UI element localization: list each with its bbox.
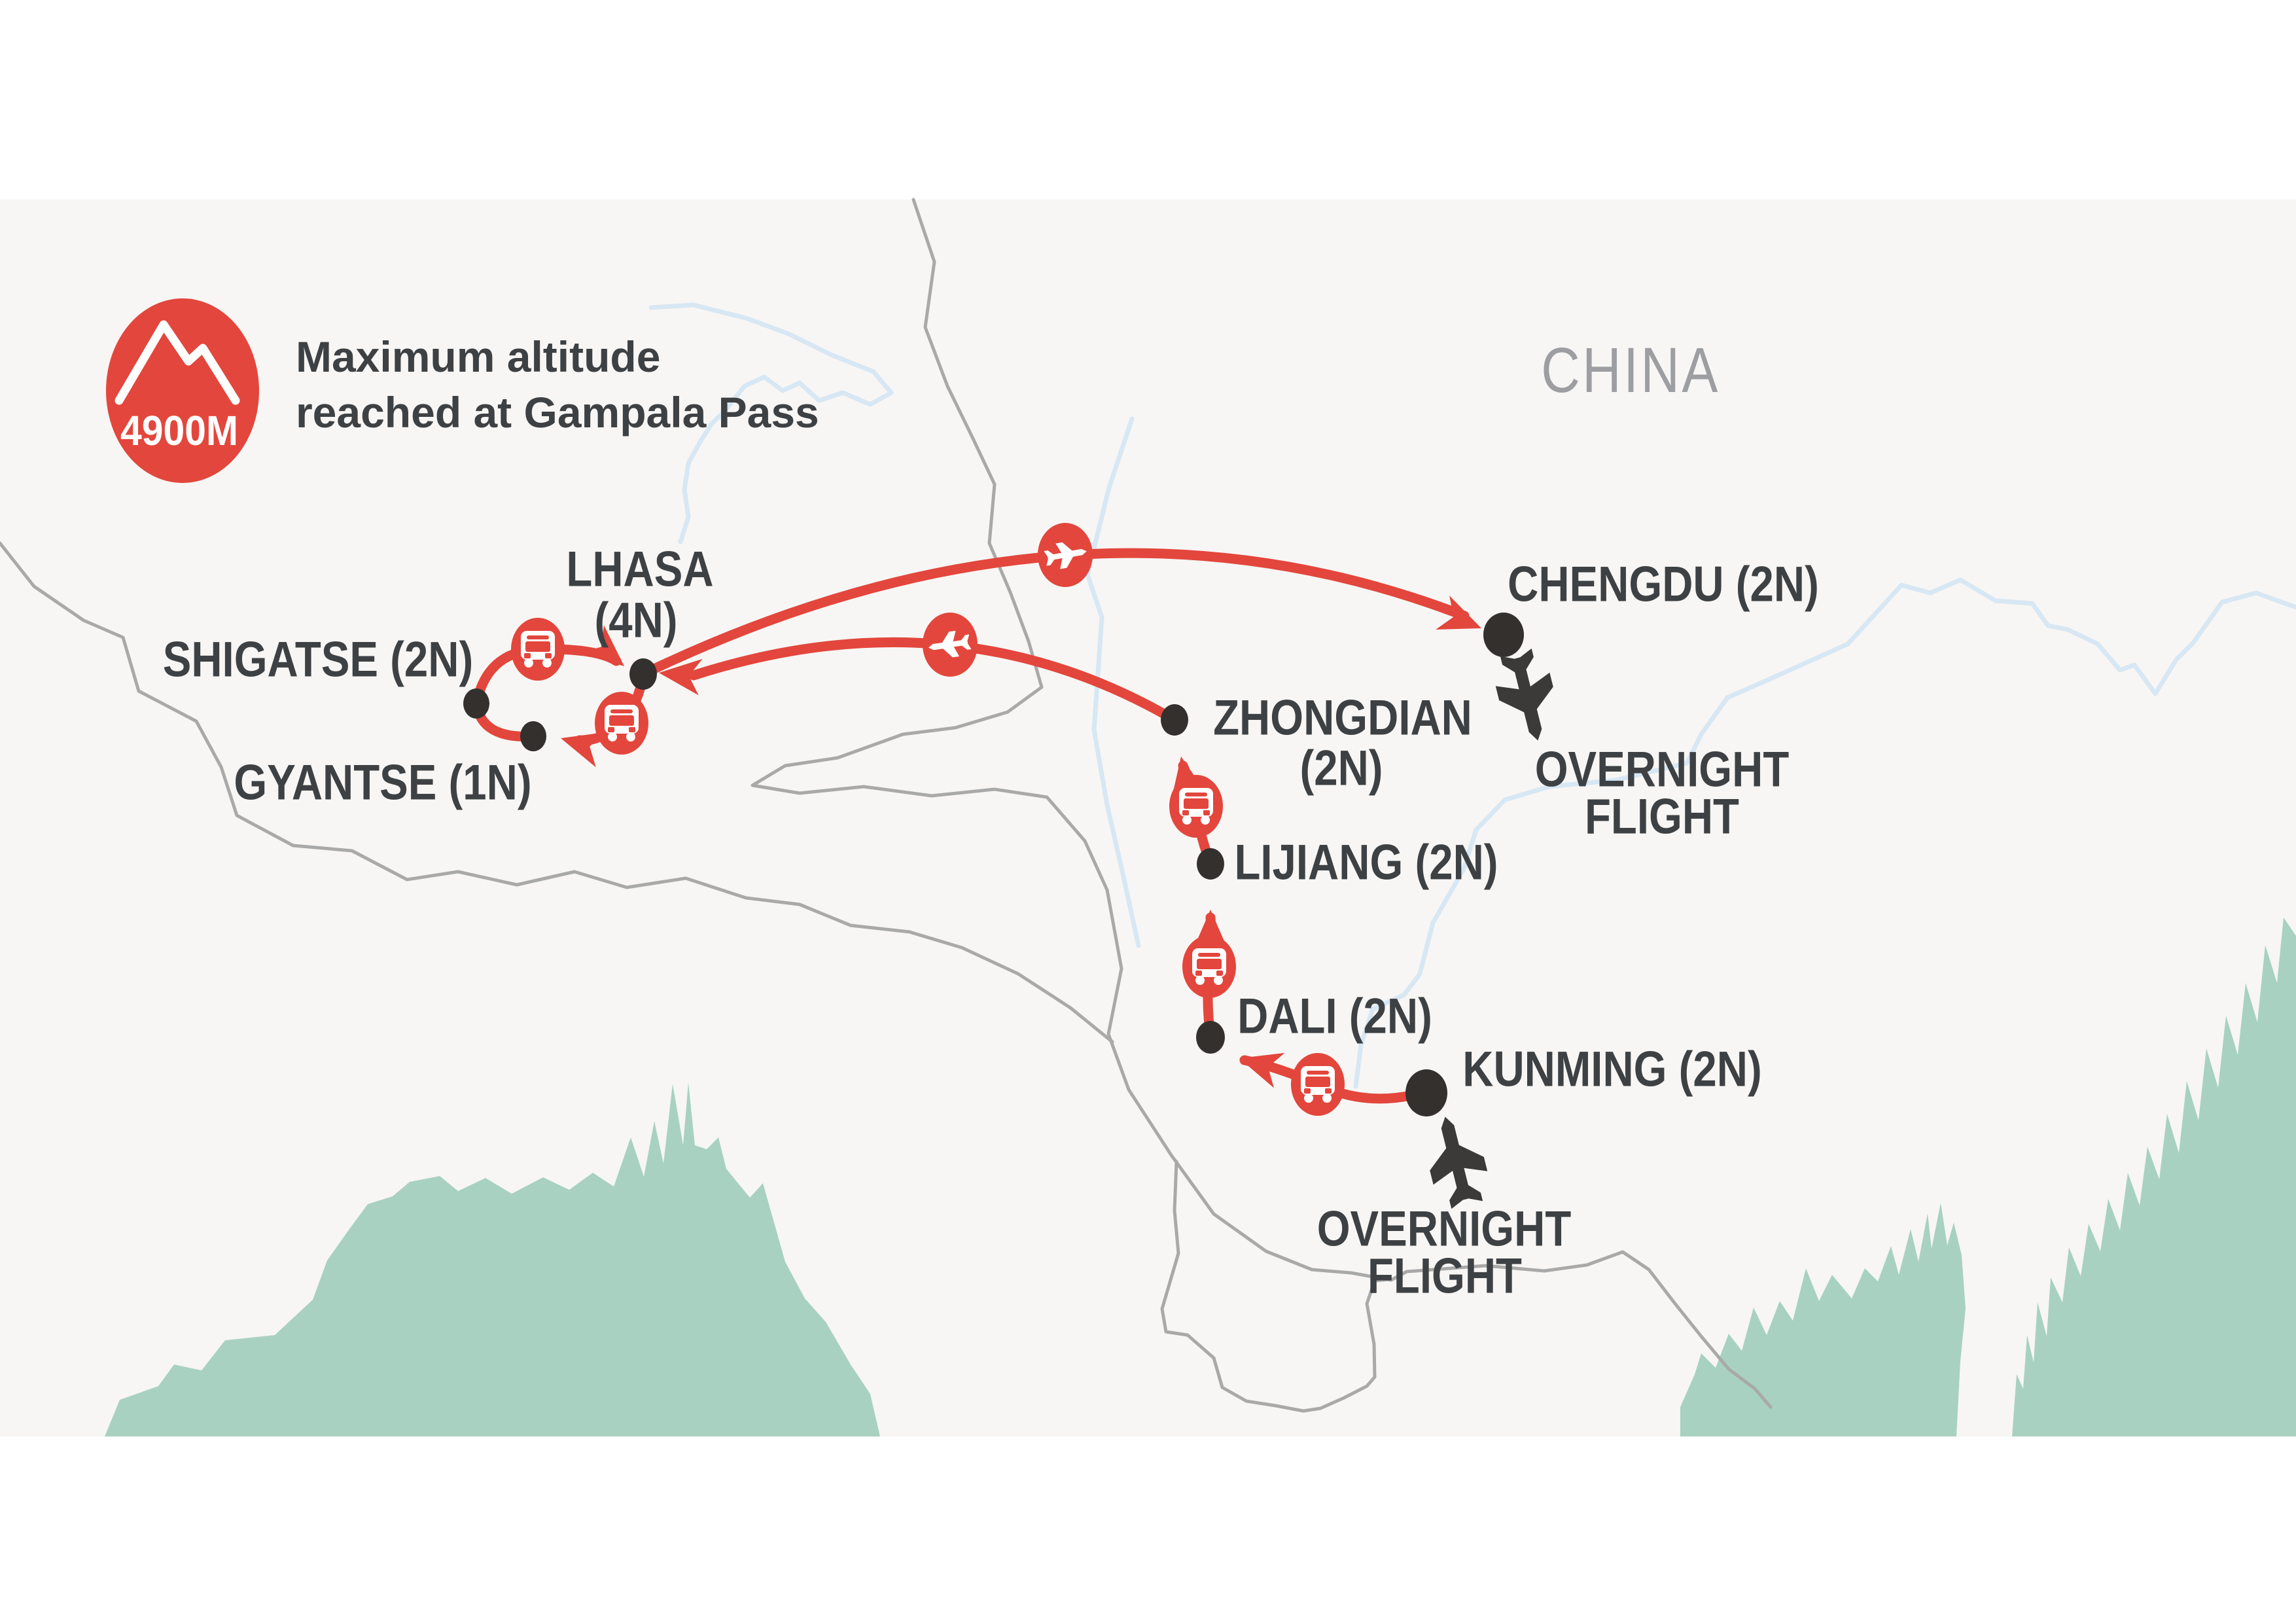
flight-note-kunming-line2: FLIGHT bbox=[1368, 1248, 1522, 1304]
stop-dot-dali bbox=[1196, 1021, 1225, 1054]
flight-note-chengdu-line1: OVERNIGHT bbox=[1534, 741, 1790, 798]
stop-label-dali: DALI (2N) bbox=[1237, 988, 1432, 1044]
bus-icon bbox=[1291, 1053, 1345, 1116]
river-central bbox=[1085, 416, 1141, 948]
border-line-peninsula bbox=[1160, 1160, 1390, 1413]
stop-dot-lijiang bbox=[1197, 848, 1224, 880]
river-east bbox=[1353, 577, 2296, 1089]
airplane-icon bbox=[1038, 523, 1093, 587]
altitude-note-line1: Maximum altitude bbox=[296, 332, 661, 381]
altitude-badge bbox=[106, 298, 259, 483]
stop-nights-lhasa: (4N) bbox=[594, 592, 678, 649]
landmass-southeast-right bbox=[2012, 918, 2296, 1436]
altitude-badge-value: 4900M bbox=[120, 407, 239, 454]
bus-icon bbox=[1169, 775, 1223, 838]
flight-note-kunming-line1: OVERNIGHT bbox=[1316, 1201, 1572, 1257]
arrowhead-into-gyantse bbox=[561, 732, 607, 768]
airplane-icon bbox=[923, 613, 978, 677]
border-line-himalaya bbox=[0, 541, 1114, 1044]
stop-dot-chengdu bbox=[1483, 613, 1524, 657]
bus-icon bbox=[1182, 935, 1236, 998]
arrowhead-into-dali bbox=[1239, 1052, 1285, 1088]
mountain-icon bbox=[115, 320, 240, 405]
stop-label-lijiang: LIJIANG (2N) bbox=[1234, 834, 1498, 891]
airplane-silhouette-icon bbox=[1430, 1116, 1488, 1209]
stop-dot-shigatse bbox=[463, 688, 489, 719]
border-line-east bbox=[751, 198, 1773, 1409]
landmass-southeast-left bbox=[1680, 1203, 1966, 1436]
landmass-southwest bbox=[105, 1082, 880, 1436]
stop-nights-zhongdian: (2N) bbox=[1299, 740, 1383, 796]
arrowhead-into-lhasa-bus bbox=[580, 625, 624, 666]
stop-label-zhongdian: ZHONGDIAN bbox=[1213, 690, 1472, 746]
stop-label-chengdu: CHENGDU (2N) bbox=[1508, 556, 1819, 613]
altitude-note-line2: reached at Gampala Pass bbox=[296, 388, 819, 437]
river-west bbox=[648, 302, 894, 544]
airplane-silhouette-icon bbox=[1495, 648, 1553, 741]
stop-dot-lhasa bbox=[629, 658, 657, 690]
flight-note-chengdu-line2: FLIGHT bbox=[1585, 789, 1739, 845]
stop-label-kunming: KUNMING (2N) bbox=[1462, 1041, 1762, 1097]
stop-dot-zhongdian bbox=[1161, 704, 1188, 736]
region-label: CHINA bbox=[1541, 334, 1720, 406]
stop-dot-kunming bbox=[1405, 1069, 1447, 1116]
stop-label-shigatse: SHIGATSE (2N) bbox=[162, 632, 474, 688]
arrowhead-into-chengdu bbox=[1436, 596, 1481, 630]
arrowhead-into-lhasa-flight bbox=[659, 658, 703, 696]
stop-label-lhasa: LHASA bbox=[566, 541, 714, 597]
bus-icon bbox=[511, 618, 565, 681]
stop-dot-gyantse bbox=[520, 721, 546, 751]
bus-icon bbox=[595, 692, 648, 755]
stop-label-gyantse: GYANTSE (1N) bbox=[234, 755, 532, 811]
